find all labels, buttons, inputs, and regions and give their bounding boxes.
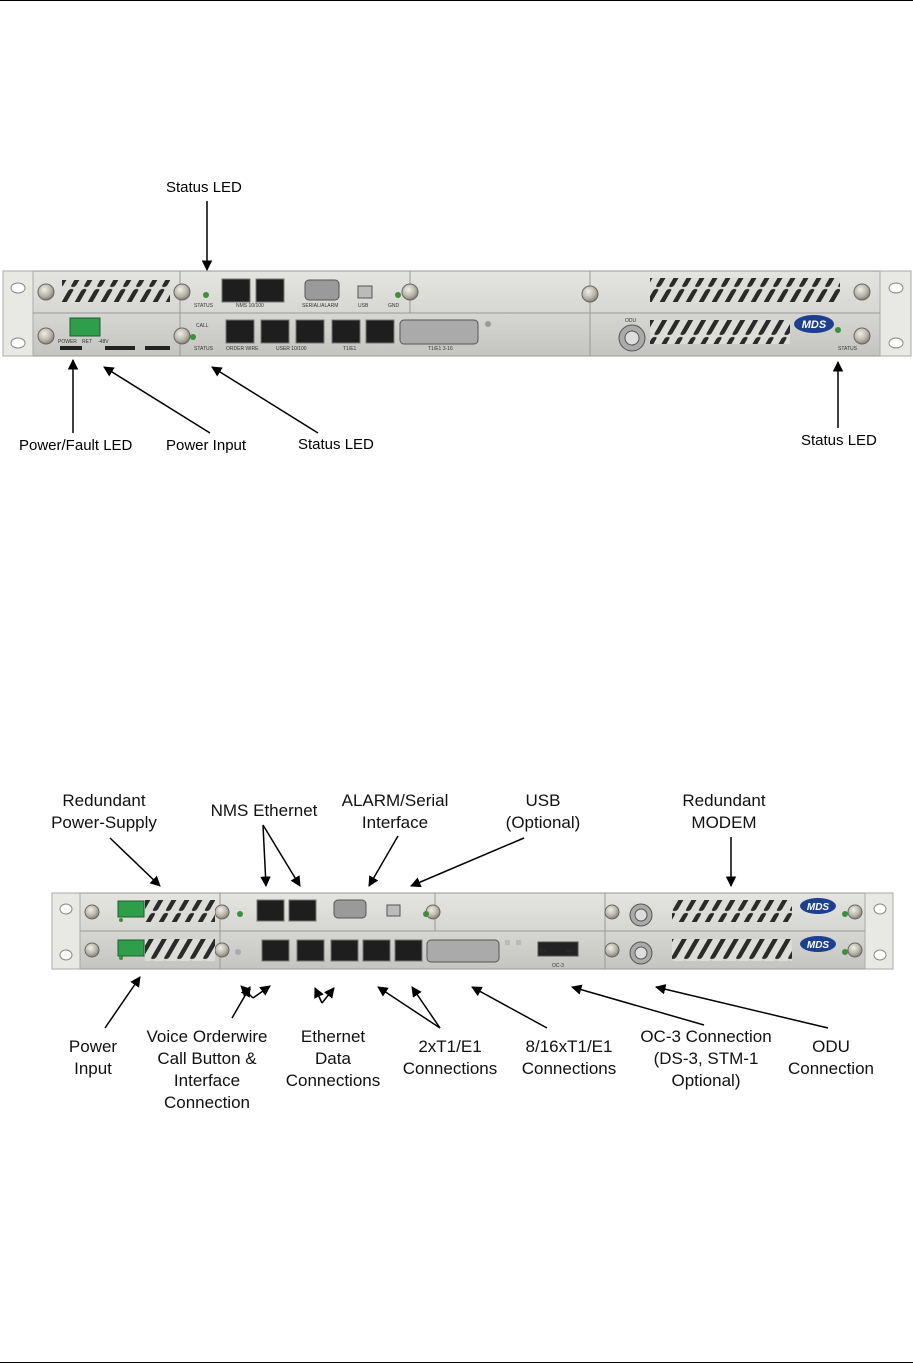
label-redundant-ps: Redundant Power-Supply (51, 791, 157, 832)
panel-label-48v: -48V (98, 339, 109, 345)
label-status-led-bottom: Status LED (298, 436, 374, 453)
mds-logo-bottom: MDS (807, 940, 830, 951)
mds-logo: MDS (802, 319, 827, 331)
panel-label-nms: NMS 10/100 (236, 303, 264, 309)
panel-label-usb: USB (358, 303, 369, 309)
panel-label-tx: TX (540, 949, 547, 955)
top-rule (0, 0, 913, 1)
label-voice-orderwire: Voice Orderwire Call Button & Interface … (146, 1027, 268, 1112)
panel-label-gnd: GND (388, 303, 400, 309)
panel-label-status2: STATUS (194, 346, 214, 352)
arrow-t1e1-816 (471, 986, 548, 1029)
arrow-nms-2 (262, 824, 301, 887)
arrow-nms-1 (260, 824, 271, 888)
label-2x-t1e1: 2xT1/E1 Connections (402, 1037, 498, 1078)
label-usb: USB (Optional) (505, 791, 581, 832)
label-alarm-serial: ALARM/Serial Interface (341, 791, 449, 832)
arrow-ethernet-2 (321, 987, 335, 1004)
arrow-voice-3 (252, 985, 271, 999)
panel-label-status3: STATUS (838, 346, 858, 352)
arrow-ethernet-1 (314, 987, 324, 1004)
mds-logo-top: MDS (807, 902, 830, 913)
panel-label-serial-alarm: SERIAL/ALARM (302, 303, 338, 309)
panel-label-oc3: OC-3 (552, 963, 564, 969)
label-power-input-2: Power Input (68, 1037, 118, 1078)
arrow-oc3 (570, 984, 705, 1026)
label-oc3: OC-3 Connection (DS-3, STM-1 Optional) (640, 1027, 772, 1090)
arrow-odu (654, 984, 829, 1029)
arrow-usb (410, 837, 525, 888)
panel-label-rx: RX (566, 949, 574, 955)
panel-label-call: CALL (196, 323, 209, 329)
panel-label-t1e1-316: T1/E1 3-16 (428, 346, 453, 352)
label-status-led-right: Status LED (801, 432, 877, 449)
label-power-input: Power Input (166, 437, 247, 454)
arrow-voice-2 (240, 985, 254, 999)
label-odu: ODU Connection (787, 1037, 874, 1078)
label-ethernet-data: Ethernet Data Connections (285, 1027, 381, 1090)
arrow-alarm-serial (368, 835, 399, 887)
label-redundant-modem: Redundant MODEM (682, 791, 766, 832)
panel-label-ret: RET (82, 339, 92, 345)
panel-label-power: POWER (58, 339, 77, 345)
chassis-1 (2, 270, 912, 357)
label-816x-t1e1: 8/16xT1/E1 Connections (521, 1037, 617, 1078)
label-status-led-top: Status LED (166, 179, 242, 196)
arrow-status-led-bottom (211, 366, 319, 434)
panel-label-odu: ODU (625, 318, 637, 324)
panel-label-order-wire: ORDER WIRE (226, 346, 259, 352)
label-nms-ethernet: NMS Ethernet (210, 801, 318, 820)
arrow-t1e1-2 (411, 986, 441, 1029)
arrow-power-input-2 (104, 976, 141, 1029)
panel-label-status: STATUS (194, 303, 214, 309)
bottom-rule (0, 1362, 913, 1363)
arrow-redundant-ps (109, 837, 161, 887)
arrow-t1e1-1 (377, 986, 441, 1029)
panel-label-t1e1: T1/E1 (343, 346, 357, 352)
label-power-fault-led: Power/Fault LED (19, 437, 133, 454)
chassis-2 (51, 892, 894, 970)
arrow-power-input (103, 366, 211, 434)
panel-label-user: USER 10/100 (276, 346, 307, 352)
